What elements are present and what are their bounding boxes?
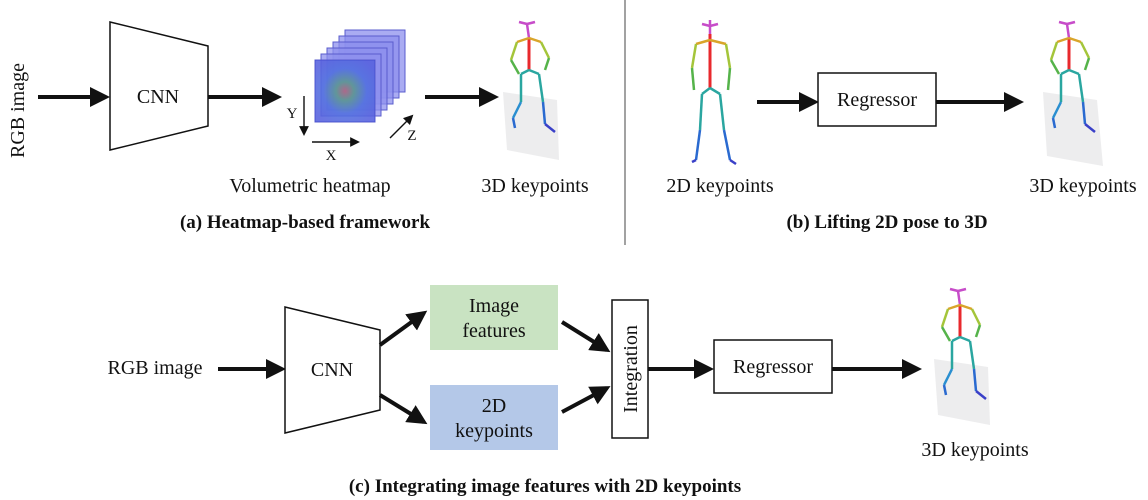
panel-b-input-label: 2D keypoints — [666, 175, 773, 197]
panel-c-regressor-label: Regressor — [733, 356, 813, 378]
z-axis-label: Z — [407, 128, 416, 144]
panel-a-3d-skeleton — [503, 20, 559, 160]
panel-c-arrow-features-to-integration — [560, 320, 611, 353]
image-features-line2: features — [462, 320, 526, 342]
panel-c-arrow-to-features — [378, 310, 428, 347]
image-features-box — [430, 285, 558, 350]
panel-c-output-label: 3D keypoints — [921, 439, 1028, 461]
panel-b-caption: (b) Lifting 2D pose to 3D — [786, 212, 987, 233]
panel-b-regressor-box — [817, 72, 937, 127]
2d-keypoints-line2: keypoints — [455, 420, 533, 442]
heatmap-label: Volumetric heatmap — [229, 175, 390, 197]
2d-keypoints-line1: 2D — [482, 395, 506, 417]
panel-c-caption: (c) Integrating image features with 2D k… — [349, 476, 741, 497]
panel-a-caption: (a) Heatmap-based framework — [180, 212, 431, 233]
panel-c-arrow-keypoints-to-integration — [561, 386, 611, 414]
panel-c-cnn-block — [284, 306, 381, 434]
panel-a-input-label: RGB image — [7, 63, 29, 158]
panel-a-cnn-block — [109, 21, 209, 151]
panel-b-2d-skeleton — [690, 20, 737, 166]
integration-box — [611, 299, 649, 439]
panel-c-cnn-label: CNN — [311, 359, 353, 381]
volumetric-heatmap-stack — [314, 29, 406, 123]
panel-a-cnn-label: CNN — [137, 86, 179, 108]
panel-b-output-label: 3D keypoints — [1029, 175, 1136, 197]
x-axis-label: X — [326, 148, 337, 164]
2d-keypoints-box — [430, 385, 558, 450]
heatmap-front-slice — [315, 60, 375, 122]
panel-a-output-label: 3D keypoints — [481, 175, 588, 197]
panel-c-3d-skeleton — [934, 287, 990, 425]
y-axis-label: Y — [287, 106, 298, 122]
panel-c-regressor-box — [713, 339, 833, 394]
panel-b-3d-skeleton — [1043, 20, 1103, 166]
panel-c-arrow-to-keypoints — [378, 393, 428, 425]
panel-b-regressor-label: Regressor — [837, 89, 917, 111]
z-axis-arrow — [389, 114, 414, 139]
panel-c-input-label: RGB image — [108, 357, 203, 379]
image-features-line1: Image — [469, 295, 519, 317]
integration-label: Integration — [620, 325, 642, 413]
